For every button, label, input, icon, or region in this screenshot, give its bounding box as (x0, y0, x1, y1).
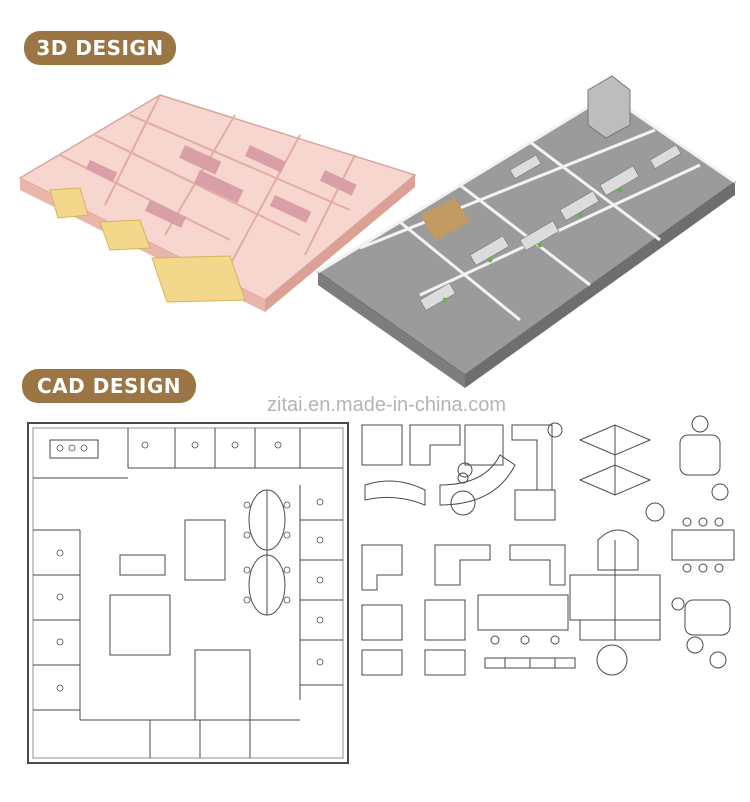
cad-floor-plan-left (27, 422, 349, 764)
grey-3d-office (316, 75, 737, 388)
watermark-text: zitai.en.made-in-china.com (267, 394, 506, 416)
cad-design-badge: CAD DESIGN (22, 369, 196, 403)
3d-design-badge: 3D DESIGN (24, 31, 176, 65)
pink-3d-floorplan (18, 94, 417, 312)
cad-workstation-layouts (361, 415, 735, 676)
